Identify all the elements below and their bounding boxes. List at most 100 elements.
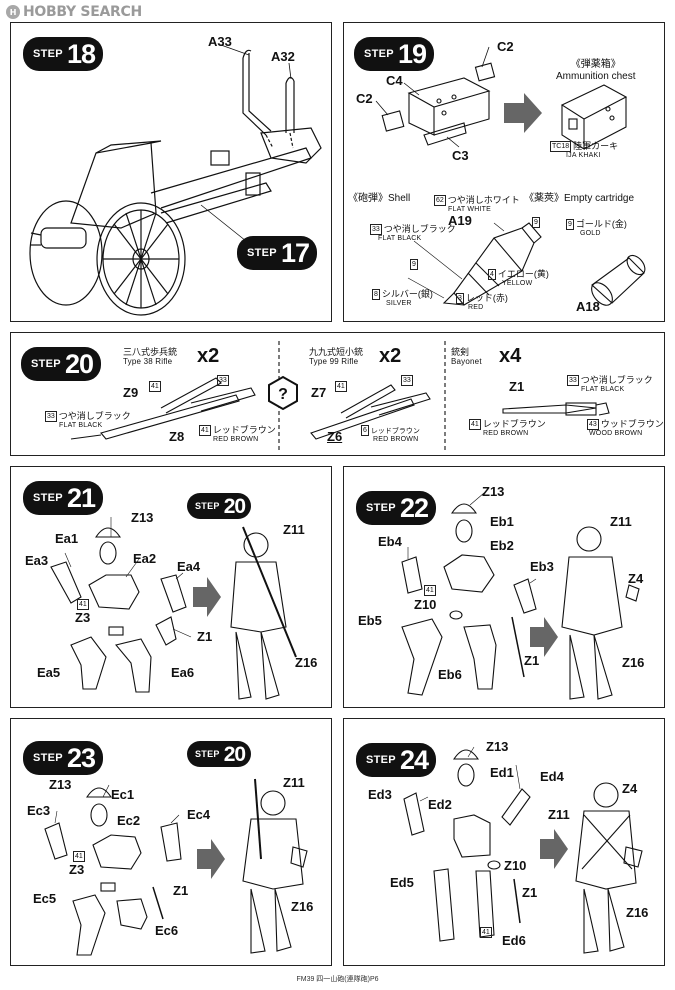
part-label: Ec6 bbox=[155, 923, 179, 938]
part-label: Z10 bbox=[504, 858, 527, 873]
part-label: Ea5 bbox=[37, 665, 61, 680]
rifles-bayonet-illustration: ? bbox=[70, 341, 610, 451]
type38-rifle-caption: 三八式歩兵銃 Type 38 Rifle bbox=[123, 347, 178, 367]
part-label: Ed5 bbox=[390, 875, 414, 890]
type99-rifle-caption: 九九式短小銃 Type 99 Rifle bbox=[309, 347, 364, 367]
part-label: Z3 bbox=[75, 610, 91, 625]
paint-num: 33 bbox=[401, 375, 413, 386]
shell-caption: 《砲弾》Shell bbox=[348, 193, 411, 204]
quantity-x2: x2 bbox=[379, 345, 402, 367]
part-label: Ec3 bbox=[27, 803, 51, 818]
part-label: Z1 bbox=[197, 629, 213, 644]
part-label: Ec5 bbox=[33, 891, 57, 906]
part-label: A33 bbox=[208, 34, 232, 49]
part-label: Z3 bbox=[69, 862, 85, 877]
part-label: Z16 bbox=[626, 905, 649, 920]
part-label: Ec2 bbox=[117, 813, 141, 828]
part-label: Z11 bbox=[548, 807, 570, 822]
part-label: Z13 bbox=[482, 484, 505, 499]
soldier-assembly-illustration bbox=[44, 778, 308, 956]
part-label: Ea1 bbox=[55, 531, 79, 546]
part-label: Z11 bbox=[283, 522, 305, 537]
part-label: Eb6 bbox=[438, 667, 462, 682]
watermark-text: HOBBY SEARCH bbox=[23, 4, 142, 20]
part-label: Z13 bbox=[131, 510, 154, 525]
part-label: Ea3 bbox=[25, 553, 49, 568]
part-label: Z16 bbox=[622, 655, 645, 670]
part-label: Ea4 bbox=[177, 559, 201, 574]
paint-num: 41 bbox=[149, 381, 161, 392]
part-label: Z4 bbox=[628, 571, 644, 586]
part-label: Ea2 bbox=[133, 551, 157, 566]
part-label: Z1 bbox=[524, 653, 540, 668]
soldier-assembly-illustration bbox=[50, 517, 297, 700]
paint-num: 9 bbox=[410, 259, 418, 270]
cartridge-caption: 《薬莢》Empty cartridge bbox=[524, 193, 635, 204]
part-label: Z13 bbox=[49, 777, 72, 792]
part-label: Z11 bbox=[283, 775, 305, 790]
watermark: H HOBBY SEARCH bbox=[6, 4, 142, 20]
part-label: Ed2 bbox=[428, 797, 452, 812]
part-label: Eb4 bbox=[378, 534, 402, 549]
part-label: C3 bbox=[452, 148, 469, 163]
hobbysearch-logo-icon: H bbox=[6, 5, 20, 19]
part-label: Eb2 bbox=[490, 538, 514, 553]
part-label: Z4 bbox=[622, 781, 638, 796]
part-label: Z16 bbox=[295, 655, 318, 670]
ammunition-chest-parts-illustration bbox=[375, 46, 646, 306]
part-label: Ec1 bbox=[111, 787, 135, 802]
part-label: Z1 bbox=[509, 379, 525, 394]
svg-text:?: ? bbox=[278, 386, 288, 403]
part-label: Z11 bbox=[610, 514, 632, 529]
part-label: Z16 bbox=[291, 899, 314, 914]
part-label: Ed3 bbox=[368, 787, 392, 802]
part-label: Z1 bbox=[173, 883, 189, 898]
part-label: A18 bbox=[576, 299, 600, 314]
part-label: Ea6 bbox=[171, 665, 195, 680]
paint-num: 9 bbox=[532, 217, 540, 228]
paint-num: 33 bbox=[217, 375, 229, 386]
quantity-x4: x4 bbox=[499, 345, 522, 367]
part-label: Z10 bbox=[414, 597, 437, 612]
part-label: Eb3 bbox=[530, 559, 554, 574]
paint-num: 41 bbox=[335, 381, 347, 392]
part-label: Z6 bbox=[327, 429, 343, 444]
soldier-assembly-illustration bbox=[401, 492, 640, 700]
page-footer: FM39 四一山砲(連隊砲)P6 bbox=[296, 976, 379, 983]
part-label: A32 bbox=[271, 49, 295, 64]
paint-num: 41 bbox=[73, 851, 85, 862]
quantity-x2: x2 bbox=[197, 345, 220, 367]
part-label: Ed4 bbox=[540, 769, 564, 784]
soldier-assembly-illustration bbox=[403, 746, 643, 954]
part-label: Ec4 bbox=[187, 807, 211, 822]
part-label: Z13 bbox=[486, 739, 509, 754]
mountain-gun-illustration bbox=[29, 44, 322, 316]
part-label: Z7 bbox=[311, 385, 327, 400]
